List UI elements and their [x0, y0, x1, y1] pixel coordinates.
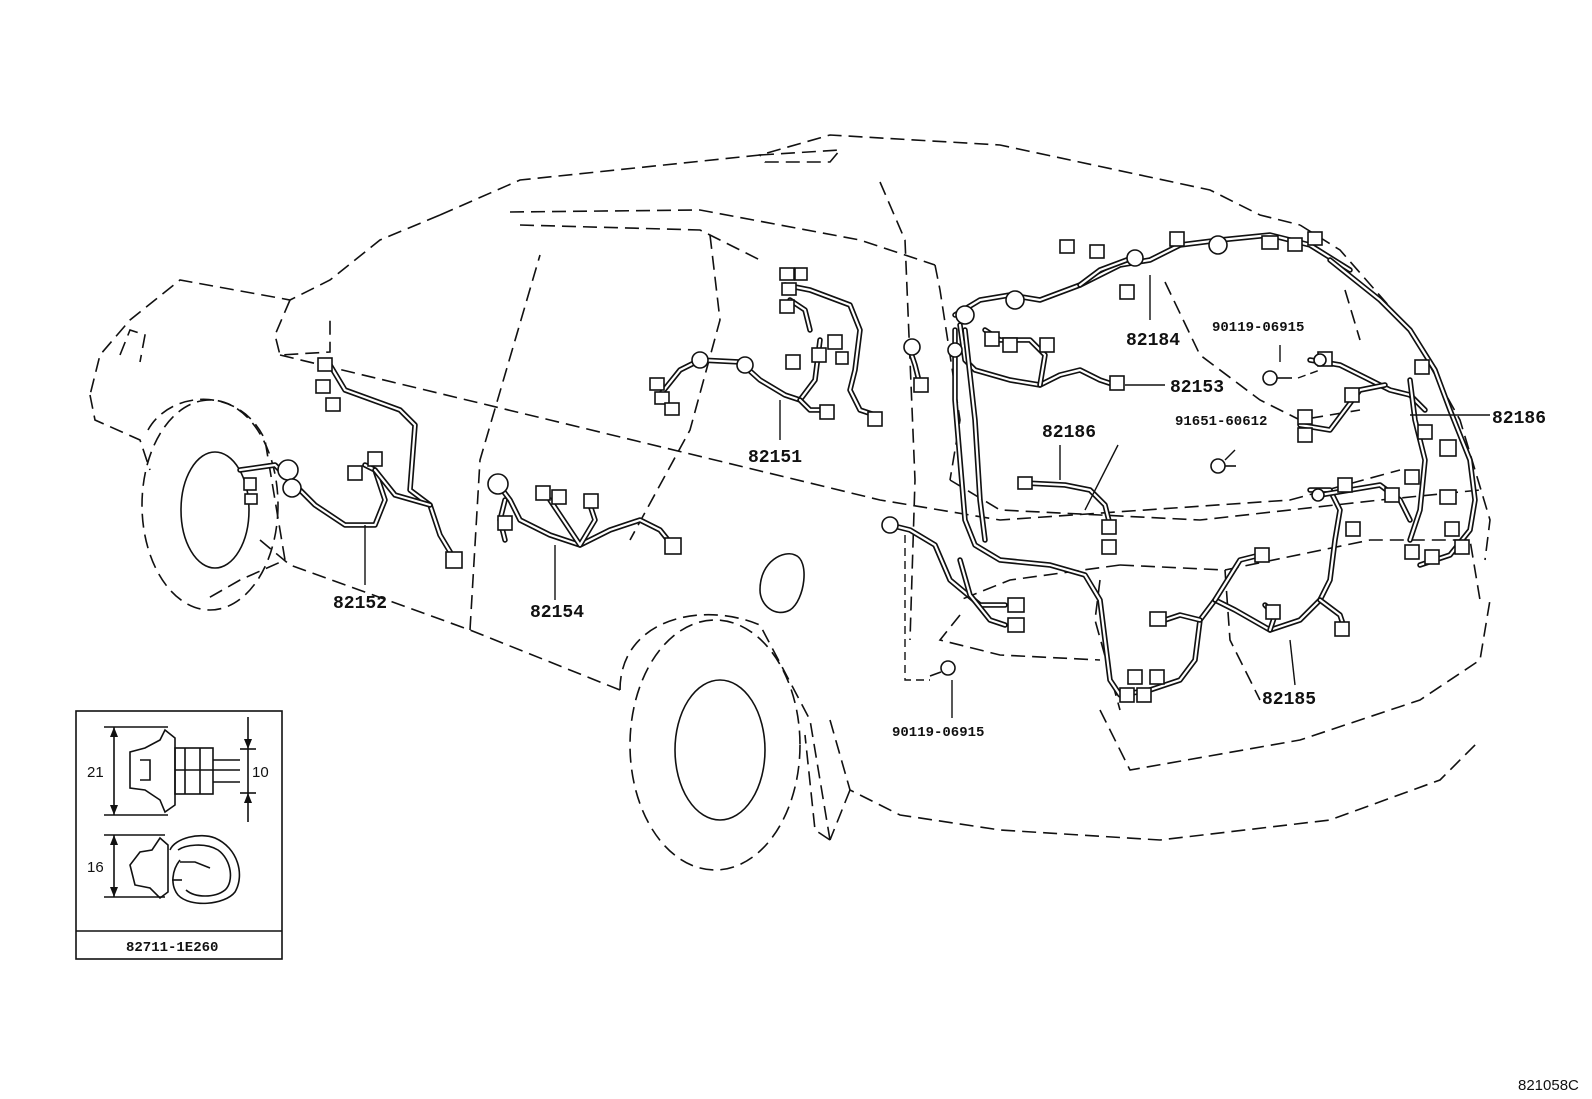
leader-lines — [364, 275, 1490, 718]
label-82154: 82154 — [530, 603, 584, 623]
label-82153: 82153 — [1170, 378, 1224, 398]
label-nut: 91651-60612 — [1175, 414, 1267, 430]
dim-height-c: 16 — [87, 859, 104, 876]
label-82184: 82184 — [1126, 331, 1180, 351]
harness-pillar[interactable] — [903, 338, 963, 393]
harness-82186[interactable] — [1297, 257, 1478, 568]
harness-82151[interactable] — [649, 267, 883, 427]
clip-inset: 21 10 16 82711-1E260 — [75, 710, 283, 960]
label-bolt-top: 90119-06915 — [1212, 320, 1304, 336]
vehicle-body-outline — [89, 134, 1491, 871]
harness-82152[interactable] — [237, 357, 463, 569]
clip-part-number: 82711-1E260 — [126, 940, 218, 956]
clip-front-view — [129, 834, 241, 905]
clip-inset-frame — [75, 710, 283, 960]
label-bolt-bottom: 90119-06915 — [892, 725, 984, 741]
harness-82186-center[interactable] — [1017, 476, 1117, 555]
harness-82154[interactable] — [487, 473, 682, 555]
dim-height-b: 10 — [252, 764, 269, 781]
diagram-id: 821058C — [1518, 1077, 1579, 1094]
harness-82185[interactable] — [881, 327, 1350, 703]
label-82186-center: 82186 — [1042, 423, 1096, 443]
bolt-icon-top[interactable] — [1262, 370, 1292, 386]
label-82151: 82151 — [748, 448, 802, 468]
harness-82184[interactable] — [952, 231, 1353, 325]
part-labels: 82152 82154 82151 82184 82153 82186 8218… — [333, 320, 1546, 741]
label-82152: 82152 — [333, 594, 387, 614]
label-82186-right: 82186 — [1492, 409, 1546, 429]
dim-height-a: 21 — [87, 764, 104, 781]
clip-side-view — [129, 728, 240, 814]
bolt-icon-bottom[interactable] — [929, 660, 956, 677]
label-82185: 82185 — [1262, 690, 1316, 710]
harness-82153[interactable] — [957, 322, 1125, 391]
nut-icon[interactable] — [1210, 458, 1236, 474]
